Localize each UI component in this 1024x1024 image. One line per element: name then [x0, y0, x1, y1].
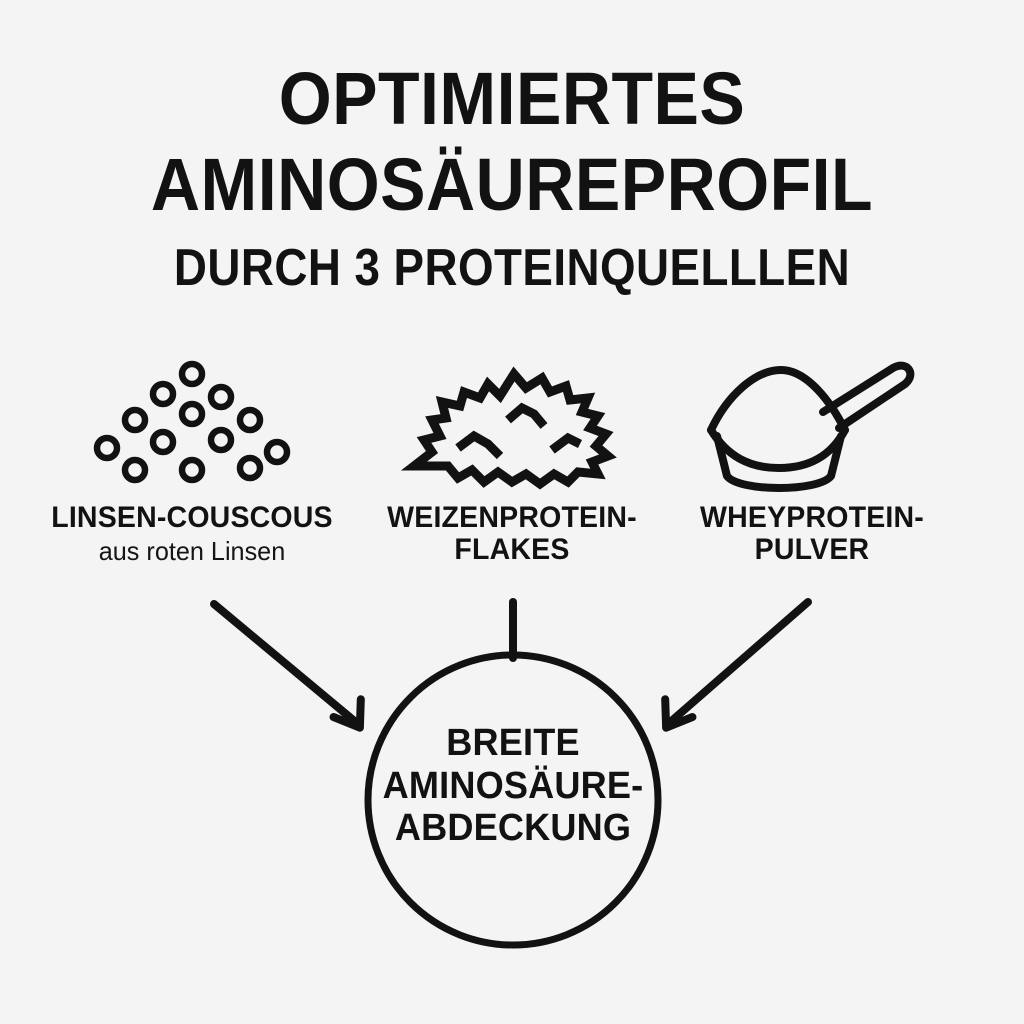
arrow-whey-to-result	[661, 598, 812, 732]
source-sublabel-lentils: aus roten Linsen	[98, 535, 286, 566]
source-label-whey: WHEYPROTEIN- PULVER	[700, 501, 924, 566]
source-column-whey: WHEYPROTEIN- PULVER	[662, 352, 962, 566]
protein-flakes-pile-icon	[362, 352, 662, 502]
source-column-flakes: WEIZENPROTEIN- FLAKES	[362, 352, 662, 566]
source-column-lentils: LINSEN-COUSCOUS aus roten Linsen	[42, 352, 342, 565]
result-label: BREITE AMINOSÄURE- ABDECKUNG	[382, 722, 644, 850]
page-title-line-1: OPTIMIERTES	[278, 57, 746, 140]
arrow-lentils-to-result	[210, 600, 365, 732]
measuring-scoop-icon	[662, 352, 962, 502]
lentil-grains-icon	[42, 352, 342, 502]
page-subtitle: DURCH 3 PROTEINQUELLLEN	[173, 239, 851, 297]
page-title-line-2: AMINOSÄUREPROFIL	[150, 143, 874, 226]
source-label-lentils: LINSEN-COUSCOUS	[51, 501, 333, 534]
source-label-flakes: WEIZENPROTEIN- FLAKES	[387, 501, 637, 566]
